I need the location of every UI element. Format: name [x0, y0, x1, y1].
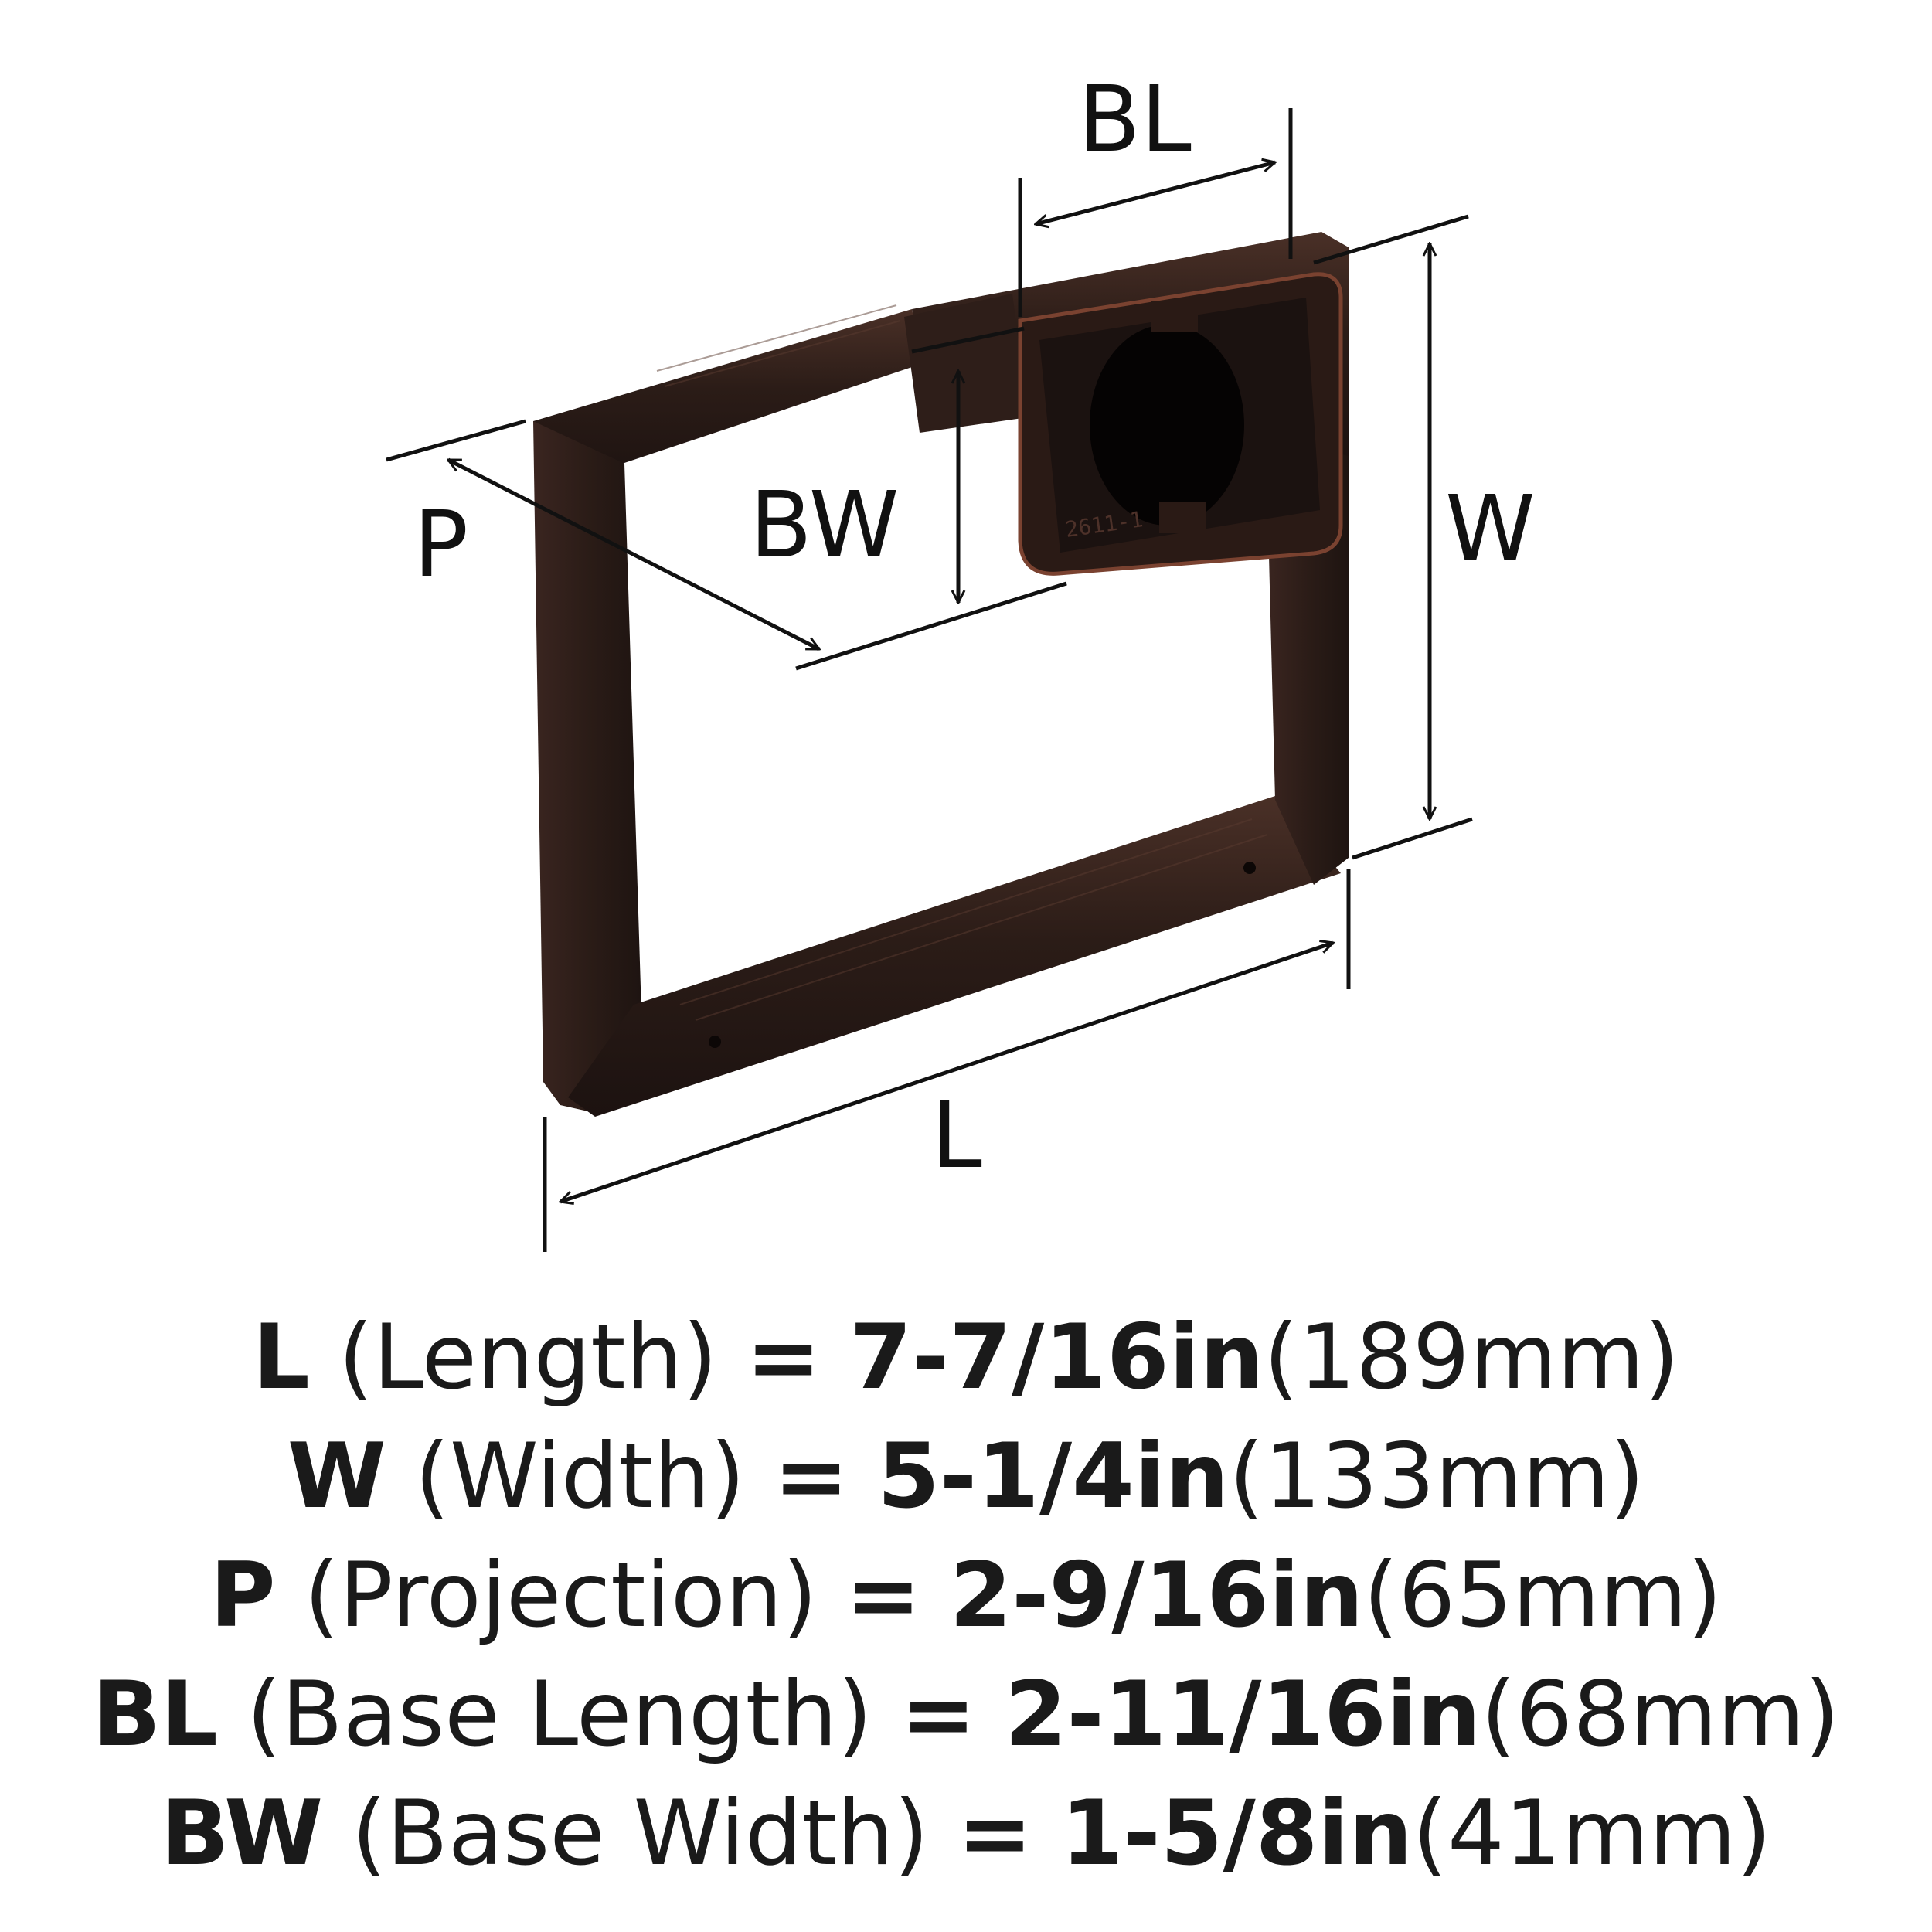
dim-label-p: P	[413, 491, 468, 597]
spec-metric: (133mm)	[1229, 1424, 1645, 1529]
base-slot	[1090, 325, 1244, 526]
spec-equals: =	[900, 1662, 976, 1767]
bl-arrow	[1036, 162, 1275, 224]
w-extension-bottom	[1352, 817, 1473, 860]
spec-equals: =	[774, 1424, 849, 1529]
spec-row-base-length: BL (Base Length) = 2-11/16in(68mm)	[0, 1655, 1932, 1774]
l-arrow	[560, 943, 1333, 1202]
w-extension-top	[1313, 214, 1469, 265]
spec-key: BW	[161, 1781, 324, 1886]
spec-imperial: 2-9/16in	[949, 1543, 1364, 1648]
spec-equals: =	[957, 1781, 1032, 1886]
set-screw-hole	[1243, 862, 1256, 874]
bw-extension-top	[911, 326, 1025, 354]
spec-metric: (189mm)	[1264, 1305, 1679, 1410]
spec-key: L	[252, 1305, 310, 1410]
spec-row-length: L (Length) = 7-7/16in(189mm)	[0, 1298, 1932, 1417]
top-bar	[533, 309, 923, 487]
p-arrow	[448, 457, 819, 651]
spec-row-base-width: BW (Base Width) = 1-5/8in(41mm)	[0, 1774, 1932, 1893]
spec-metric: (41mm)	[1412, 1781, 1771, 1886]
spec-name: (Width)	[414, 1424, 746, 1529]
spec-key: P	[209, 1543, 276, 1648]
left-post	[533, 421, 641, 1113]
spec-metric: (65mm)	[1363, 1543, 1723, 1648]
collar	[904, 294, 1028, 433]
spec-name: (Base Width)	[351, 1781, 929, 1886]
mounting-base: 2611-1	[1018, 272, 1343, 576]
spec-equals: =	[845, 1543, 921, 1648]
spec-imperial: 2-11/16in	[1004, 1662, 1481, 1767]
spec-key: BL	[92, 1662, 218, 1767]
towel-ring-dimension-diagram: 2611-1 BL BW P W L	[386, 66, 1536, 1252]
spec-imperial: 7-7/16in	[849, 1305, 1264, 1410]
spec-row-width: W (Width) = 5-1/4in(133mm)	[0, 1417, 1932, 1536]
spec-equals: =	[746, 1305, 821, 1410]
p-extension-top	[386, 419, 526, 462]
spec-imperial: 1-5/8in	[1060, 1781, 1413, 1886]
dim-label-bl: BL	[1078, 66, 1192, 172]
p-extension-bottom	[795, 581, 1067, 671]
spec-name: (Projection)	[304, 1543, 818, 1648]
spec-imperial: 5-1/4in	[877, 1424, 1230, 1529]
spec-name: (Base Length)	[246, 1662, 872, 1767]
set-screw-hole	[709, 1036, 721, 1048]
right-post	[1267, 448, 1349, 885]
dimension-lines	[386, 108, 1473, 1252]
spec-row-projection: P (Projection) = 2-9/16in(65mm)	[0, 1536, 1932, 1655]
dim-label-w: W	[1445, 475, 1536, 582]
dim-label-bw: BW	[750, 471, 899, 578]
spec-name: (Length)	[338, 1305, 718, 1410]
spec-key: W	[287, 1424, 386, 1529]
dimension-specifications: L (Length) = 7-7/16in(189mm) W (Width) =…	[0, 1298, 1932, 1893]
spec-metric: (68mm)	[1481, 1662, 1840, 1767]
dim-label-l: L	[931, 1082, 982, 1189]
towel-ring: 2611-1	[533, 232, 1349, 1117]
